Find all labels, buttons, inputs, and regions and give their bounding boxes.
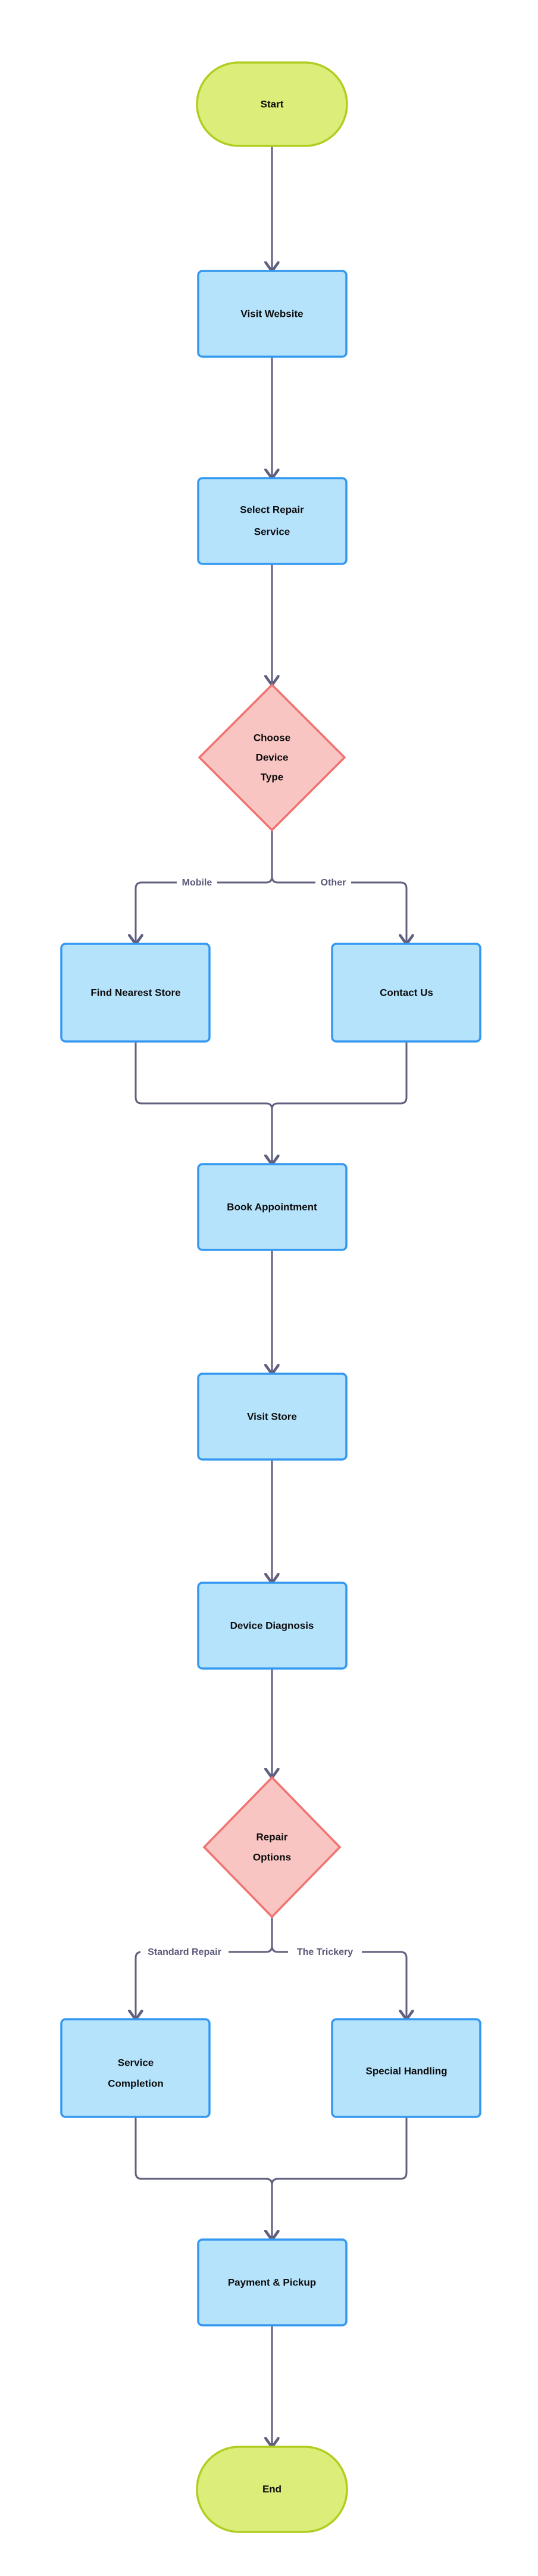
node-choose-device-type[interactable]: Choose Device Type (198, 683, 346, 832)
node-visit-store-shape[interactable] (197, 1373, 348, 1461)
edge-label-mobile: Mobile (182, 878, 212, 888)
node-service-completion-shape[interactable] (60, 2018, 211, 2118)
edge-repairopts-to-completion (136, 1917, 273, 2019)
node-device-diagnosis[interactable]: Device Diagnosis (197, 1582, 348, 1670)
edge-label-standard-repair: Standard Repair (148, 1947, 221, 1957)
edge-repairopts-to-special (271, 1917, 406, 2019)
node-visit-website-shape[interactable] (197, 270, 348, 358)
node-end[interactable]: End (196, 2446, 348, 2533)
edge-completion-to-payment (134, 2117, 272, 2240)
node-visit-store[interactable]: Visit Store (197, 1373, 348, 1461)
node-contact-us-shape[interactable] (331, 943, 481, 1043)
node-payment-pickup[interactable]: Payment & Pickup (197, 2238, 348, 2326)
edge-label-mobile-bg (177, 874, 217, 891)
node-repair-options[interactable]: Repair Options (202, 1776, 342, 1919)
edge-special-to-payment (272, 2117, 408, 2240)
node-contact-us[interactable]: Contact Us (331, 943, 481, 1043)
node-special-handling-shape[interactable] (331, 2018, 481, 2118)
node-choose-device-type-shape[interactable] (198, 683, 346, 832)
node-book-appointment-shape[interactable] (197, 1163, 348, 1251)
edge-label-standard-repair-bg (140, 1943, 229, 1961)
node-service-completion[interactable]: Service Completion (60, 2018, 211, 2118)
node-device-diagnosis-shape[interactable] (197, 1582, 348, 1670)
edge-label-other: Other (321, 878, 346, 888)
node-end-shape[interactable] (196, 2446, 348, 2533)
edge-label-layer: Mobile Other Standard Repair The Tricker… (140, 874, 362, 1961)
edge-label-other-bg (315, 874, 351, 891)
edge-label-the-trickery: The Trickery (297, 1947, 353, 1957)
node-special-handling[interactable]: Special Handling (331, 2018, 481, 2118)
edge-nearest-to-appointment (134, 1041, 272, 1164)
node-repair-options-shape[interactable] (202, 1776, 342, 1919)
node-find-nearest-store-shape[interactable] (60, 943, 211, 1043)
node-book-appointment[interactable]: Book Appointment (197, 1163, 348, 1251)
node-find-nearest-store[interactable]: Find Nearest Store (60, 943, 211, 1043)
node-select-repair-service[interactable]: Select Repair Service (197, 477, 348, 565)
node-select-repair-service-shape[interactable] (197, 477, 348, 565)
node-start[interactable]: Start (196, 61, 348, 147)
node-start-shape[interactable] (196, 61, 348, 147)
node-payment-pickup-shape[interactable] (197, 2238, 348, 2326)
node-visit-website[interactable]: Visit Website (197, 270, 348, 358)
edge-contact-to-appointment (272, 1041, 408, 1164)
edge-label-the-trickery-bg (288, 1943, 362, 1961)
